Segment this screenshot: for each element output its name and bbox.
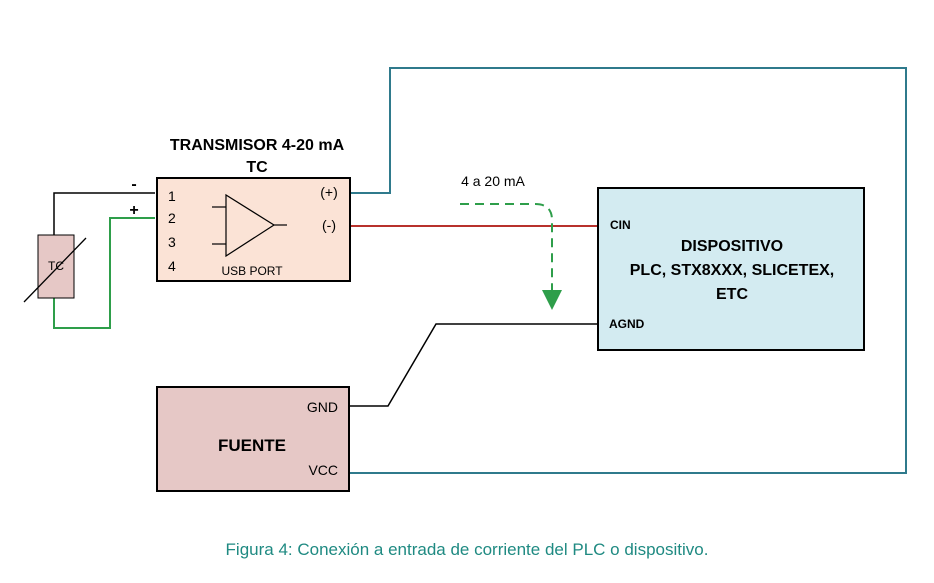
pin-2-label: 2 [168,210,176,226]
device-title-line3: ETC [716,286,748,303]
pin-3-label: 3 [168,234,176,250]
thermocouple-block: TC - + [23,176,139,303]
thermocouple-minus-wire [53,192,155,235]
current-range-label: 4 a 20 mA [461,173,525,189]
current-flow-arrow [460,203,562,310]
supply-wire [350,67,907,474]
source-terminal-gnd: GND [307,399,338,415]
transmitter-title-line2: TC [246,159,268,176]
thermocouple-plus-sign: + [129,202,138,219]
thermocouple-plus-wire [53,217,155,329]
usb-port-label: USB PORT [221,264,283,278]
transmitter-title-line1: TRANSMISOR 4-20 mA [170,137,345,154]
amplifier-icon [212,193,287,258]
source-block: FUENTE GND VCC [156,386,350,492]
output-minus-label: (-) [322,217,336,233]
thermocouple-minus-sign: - [131,176,136,193]
thermocouple-box [37,234,75,299]
pin-1-label: 1 [168,188,176,204]
output-plus-label: (+) [320,184,338,200]
source-title: FUENTE [218,436,286,455]
thermocouple-slash [23,237,87,303]
device-terminal-cin: CIN [610,218,631,232]
transmitter-block: TRANSMISOR 4-20 mA TC 1 2 3 4 USB PORT (… [156,137,351,282]
thermocouple-label: TC [48,259,64,273]
source-terminal-vcc: VCC [308,462,338,478]
transmitter-box [156,177,351,282]
figure-caption: Figura 4: Conexión a entrada de corrient… [225,540,709,559]
source-box [156,386,350,492]
device-block: CIN AGND DISPOSITIVO PLC, STX8XXX, SLICE… [597,187,865,351]
device-box [597,187,865,351]
pin-4-label: 4 [168,258,176,274]
ground-wire [350,323,598,407]
device-title-line2: PLC, STX8XXX, SLICETEX, [630,262,835,279]
device-terminal-agnd: AGND [609,317,645,331]
device-title-line1: DISPOSITIVO [681,238,783,255]
